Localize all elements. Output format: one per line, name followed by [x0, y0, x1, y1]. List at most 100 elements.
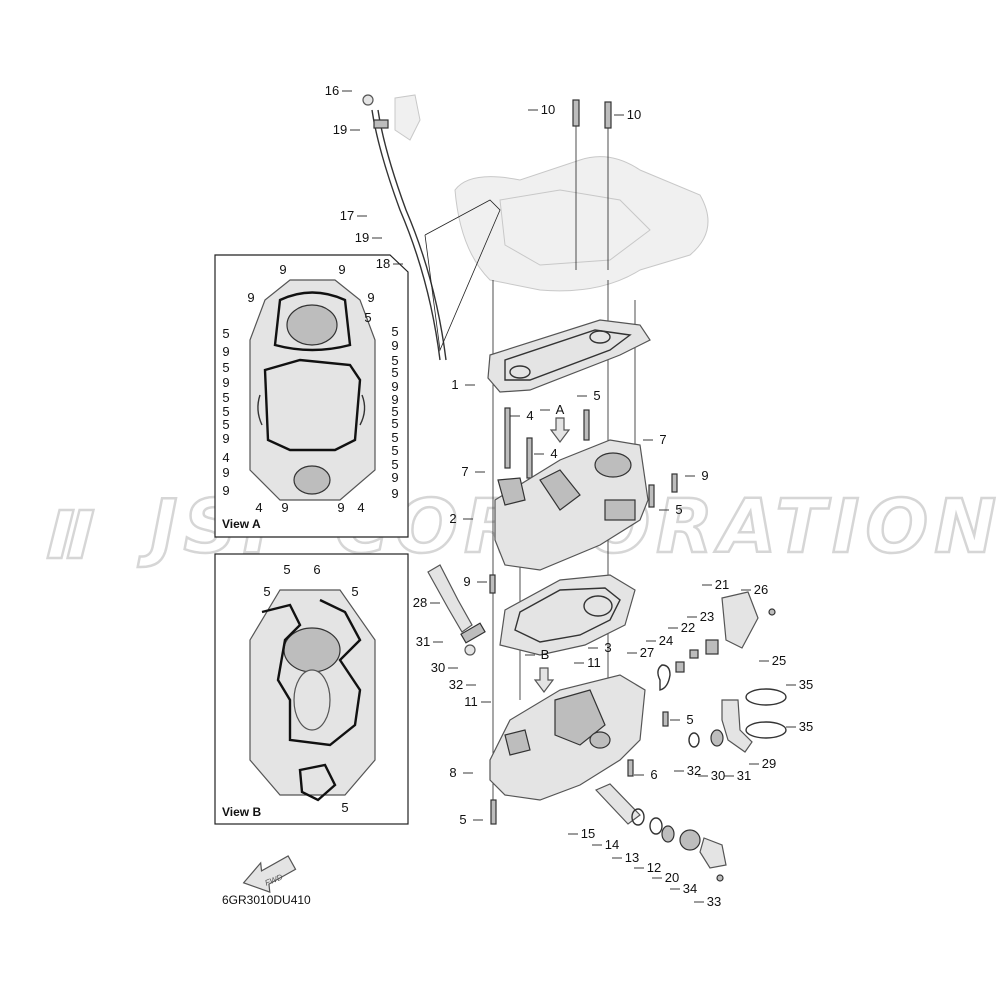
view-a-callout-4: 4: [222, 450, 229, 465]
main-callout-11: 11: [464, 694, 478, 709]
view-a-callout-9: 9: [222, 483, 229, 498]
main-callout-1: 1: [451, 377, 458, 392]
hose-28: [427, 564, 473, 633]
bolt-9-left: [489, 574, 496, 594]
view-a-callout-9: 9: [391, 470, 398, 485]
view-b-title: View B: [222, 805, 261, 819]
fitting-30-left: [464, 644, 476, 656]
main-callout-13: 13: [625, 850, 639, 865]
bolt-5-lower-right: [662, 711, 669, 727]
main-callout-9: 9: [463, 574, 470, 589]
view-a-callout-5: 5: [391, 365, 398, 380]
view-a-panel: View A: [214, 254, 409, 538]
main-callout-25: 25: [772, 653, 786, 668]
main-callout-4: 4: [526, 408, 533, 423]
view-a-callout-9: 9: [337, 500, 344, 515]
view-a-callout-4: 4: [357, 500, 364, 515]
main-callout-7: 7: [461, 464, 468, 479]
main-callout-34: 34: [683, 881, 697, 896]
view-a-callout-5: 5: [391, 353, 398, 368]
main-callout-8: 8: [449, 765, 456, 780]
view-a-callout-9: 9: [391, 392, 398, 407]
bolt-4-left: [504, 407, 511, 469]
view-a-callout-5: 5: [222, 390, 229, 405]
view-a-callout-9: 9: [222, 344, 229, 359]
view-a-callout-5: 5: [222, 326, 229, 341]
view-a-callout-9: 9: [281, 500, 288, 515]
view-a-callout-9: 9: [391, 338, 398, 353]
main-callout-5: 5: [593, 388, 600, 403]
main-callout-10: 10: [627, 107, 641, 122]
view-a-callout-5: 5: [222, 404, 229, 419]
main-callout-30: 30: [431, 660, 445, 675]
main-callout-32: 32: [449, 677, 463, 692]
main-callout-12: 12: [647, 860, 661, 875]
main-callout-B: B: [541, 647, 550, 662]
view-a-callout-4: 4: [255, 500, 262, 515]
view-b-panel: View B: [214, 553, 409, 825]
main-callout-10: 10: [541, 102, 555, 117]
main-callout-9: 9: [701, 468, 708, 483]
main-callout-26: 26: [754, 582, 768, 597]
main-callout-17: 17: [340, 208, 354, 223]
view-b-callout-5: 5: [351, 584, 358, 599]
view-b-callout-5: 5: [263, 584, 270, 599]
view-b-callout-5: 5: [283, 562, 290, 577]
dipstick-bracket-ghost: [394, 94, 421, 141]
main-callout-32: 32: [687, 763, 701, 778]
main-callout-31: 31: [737, 768, 751, 783]
view-a-callout-5: 5: [364, 310, 371, 325]
main-callout-15: 15: [581, 826, 595, 841]
view-a-callout-9: 9: [222, 431, 229, 446]
view-a-callout-5: 5: [391, 457, 398, 472]
fwd-arrow: FWD: [242, 855, 297, 894]
main-callout-19: 19: [355, 230, 369, 245]
main-callout-5: 5: [459, 812, 466, 827]
main-callout-35: 35: [799, 719, 813, 734]
main-callout-11: 11: [587, 655, 601, 670]
view-a-title: View A: [222, 517, 261, 531]
bolt-10-left: [572, 99, 580, 127]
view-a-callout-5: 5: [391, 430, 398, 445]
bolt-6: [627, 759, 634, 777]
shaft-parts-group: [594, 783, 727, 882]
view-a-callout-9: 9: [391, 379, 398, 394]
view-b-arrow: [533, 667, 555, 693]
main-callout-35: 35: [799, 677, 813, 692]
fitting-31-left: [460, 622, 486, 644]
view-a-callout-5: 5: [391, 324, 398, 339]
view-a-callout-5: 5: [391, 416, 398, 431]
view-a-callout-9: 9: [279, 262, 286, 277]
main-callout-29: 29: [762, 756, 776, 771]
engine-block-ghost: [454, 156, 709, 292]
main-callout-28: 28: [413, 595, 427, 610]
outlet-elbow-group: [688, 688, 787, 753]
main-callout-24: 24: [659, 633, 673, 648]
main-callout-18: 18: [376, 256, 390, 271]
bolt-10-right: [604, 101, 612, 129]
view-a-callout-9: 9: [222, 465, 229, 480]
main-callout-23: 23: [700, 609, 714, 624]
view-a-callout-9: 9: [338, 262, 345, 277]
view-a-callout-9: 9: [222, 375, 229, 390]
gasket-upper: [487, 319, 651, 393]
main-callout-27: 27: [640, 645, 654, 660]
main-callout-16: 16: [325, 83, 339, 98]
bolt-5-bottom: [490, 799, 497, 825]
view-a-callout-5: 5: [222, 417, 229, 432]
bolt-5-right: [648, 484, 655, 508]
main-callout-2: 2: [449, 511, 456, 526]
main-callout-5: 5: [686, 712, 693, 727]
view-a-arrow: [549, 417, 571, 443]
lower-case: [489, 674, 646, 801]
main-callout-7: 7: [659, 432, 666, 447]
main-callout-31: 31: [416, 634, 430, 649]
bolt-5-top: [583, 409, 590, 441]
dipstick-tube: [362, 94, 447, 361]
view-a-callout-5: 5: [391, 443, 398, 458]
